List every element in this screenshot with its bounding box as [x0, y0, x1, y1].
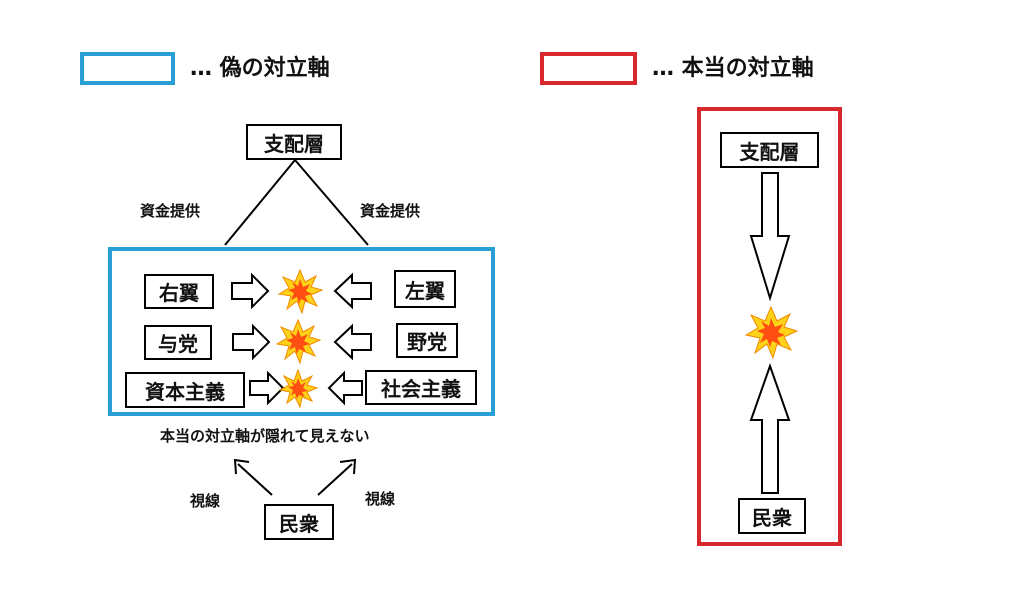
explosion-icon-1: [277, 268, 324, 315]
ruling-class-node: 支配層: [246, 124, 342, 160]
public-node-left: 民衆: [264, 504, 334, 540]
opposition-party-node: 野党: [396, 323, 458, 358]
hollow-arrow-right-3: [249, 370, 285, 406]
legend-fake-swatch: [80, 52, 175, 85]
funding-label-right: 資金提供: [360, 202, 421, 220]
public-node-right: 民衆: [738, 498, 806, 534]
hollow-arrow-left-3: [327, 370, 363, 406]
legend-real-label: … 本当の対立軸: [652, 56, 814, 81]
funding-line-left: [224, 159, 296, 246]
funding-label-left: 資金提供: [140, 202, 201, 220]
ruling-class-node-right: 支配層: [720, 132, 819, 168]
ruling-party-node: 与党: [144, 325, 212, 360]
hollow-arrow-right-1: [231, 272, 270, 310]
hidden-axis-caption: 本当の対立軸が隠れて見えない: [160, 427, 370, 445]
left-wing-node: 左翼: [394, 270, 456, 308]
big-arrow-up: [749, 362, 791, 494]
capitalism-node: 資本主義: [125, 372, 245, 408]
legend-real-swatch: [540, 52, 637, 85]
hollow-arrow-left-1: [333, 272, 372, 310]
gaze-arrow-right: [317, 458, 357, 496]
big-arrow-down: [749, 172, 791, 302]
gaze-arrow-left: [233, 458, 273, 496]
funding-line-right: [294, 159, 369, 246]
explosion-icon-2: [275, 318, 322, 365]
socialism-node: 社会主義: [365, 370, 477, 405]
fake-axis-frame: [108, 247, 495, 416]
explosion-icon-3: [278, 368, 319, 409]
gaze-label-right: 視線: [365, 490, 396, 508]
right-wing-node: 右翼: [144, 274, 214, 309]
legend-fake-label: … 偽の対立軸: [190, 56, 330, 81]
explosion-icon-main: [744, 305, 799, 360]
hollow-arrow-right-2: [232, 323, 271, 361]
hollow-arrow-left-2: [333, 323, 372, 361]
real-axis-frame: [697, 107, 842, 546]
gaze-label-left: 視線: [190, 492, 221, 510]
